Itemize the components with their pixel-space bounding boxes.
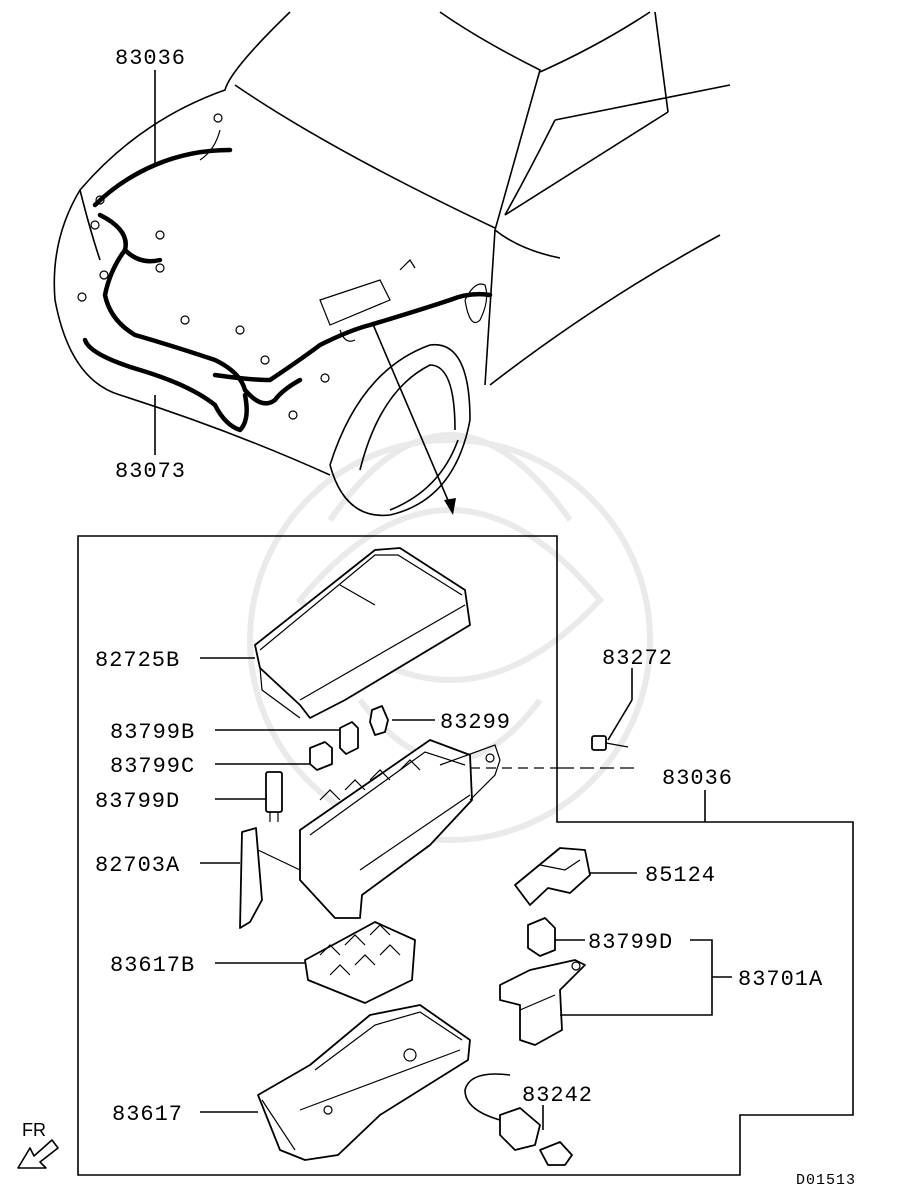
lower-case-83617 [257, 1004, 471, 1161]
part-label-83799D-left: 83799D [95, 789, 180, 814]
relay-block-83617B [304, 921, 416, 1004]
leader-lines [154, 70, 732, 1130]
front-orientation: FR [17, 1120, 59, 1169]
bolt-83272 [591, 735, 629, 751]
fuse-box-cover [254, 547, 471, 719]
part-label-83617: 83617 [112, 1102, 183, 1127]
harness-83036 [77, 113, 493, 420]
part-label-82725B: 82725B [95, 648, 180, 673]
relay-83799D-right [527, 917, 556, 957]
part-label-83799D-right: 83799D [588, 930, 673, 955]
relay-holder-83701A [499, 959, 586, 1046]
part-label-83073: 83073 [115, 459, 186, 484]
detail-arrow [371, 321, 456, 515]
watermark-logo [247, 432, 653, 843]
connector-83242 [464, 1073, 573, 1166]
diagram-code: D01513 [796, 1172, 856, 1187]
part-label-83242: 83242 [522, 1083, 593, 1108]
relay-83799D-left [265, 771, 283, 822]
part-label-83701A: 83701A [738, 967, 823, 992]
part-label-82703A: 82703A [95, 853, 180, 878]
fr-label: FR [22, 1120, 46, 1140]
front-arrow-icon [17, 1139, 59, 1169]
part-label-83272: 83272 [602, 646, 673, 671]
part-label-83036-right: 83036 [662, 766, 733, 791]
part-label-83036-top: 83036 [115, 46, 186, 71]
clip-83299 [369, 705, 389, 736]
harness-83073 [82, 337, 249, 433]
part-label-83799C: 83799C [110, 754, 195, 779]
terminal-cap-85124 [514, 847, 591, 906]
part-label-83799B: 83799B [110, 720, 195, 745]
vehicle-outline [53, 11, 731, 517]
part-label-85124: 85124 [645, 863, 716, 888]
relay-83799C [309, 741, 333, 771]
part-label-83299: 83299 [440, 710, 511, 735]
relay-83799B [339, 721, 359, 755]
part-label-83617B: 83617B [110, 953, 195, 978]
fuse-box-body [239, 739, 501, 929]
detail-frame [77, 535, 854, 1176]
